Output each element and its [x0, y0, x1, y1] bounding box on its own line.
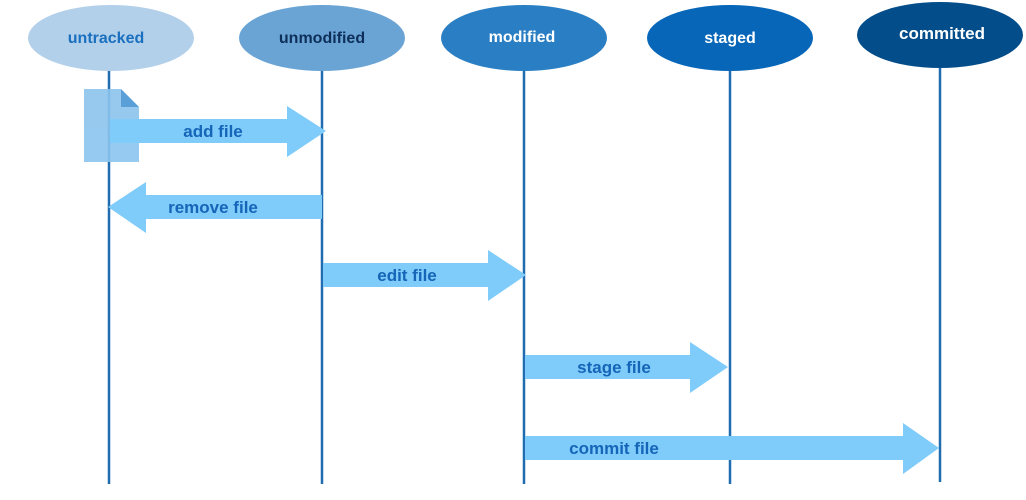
arrow-label-remove-file: remove file — [168, 198, 258, 217]
state-label-unmodified: unmodified — [279, 30, 365, 47]
lifelines — [107, 68, 942, 484]
state-committed: committed — [857, 2, 1023, 68]
arrow-label-edit-file: edit file — [377, 266, 437, 285]
arrow-label-stage-file: stage file — [577, 358, 651, 377]
transition-commit-file: commit file — [525, 423, 939, 474]
state-untracked: untracked — [28, 5, 194, 71]
arrow-commit-file — [525, 423, 939, 474]
state-node-unmodified — [239, 5, 405, 71]
arrow-label-add-file: add file — [183, 122, 243, 141]
state-label-committed: committed — [899, 24, 985, 43]
state-label-untracked: untracked — [68, 30, 144, 47]
state-label-modified: modified — [489, 29, 556, 46]
arrow-remove-file — [108, 182, 322, 233]
arrow-edit-file — [323, 250, 526, 301]
state-node-staged — [647, 5, 813, 71]
state-staged: staged — [647, 5, 813, 71]
file-icon-fold — [121, 89, 139, 107]
transition-add-file: add file — [110, 106, 326, 157]
arrow-stage-file — [525, 342, 728, 393]
state-modified: modified — [441, 5, 607, 71]
transition-stage-file: stage file — [525, 342, 728, 393]
state-node-modified — [441, 5, 607, 71]
state-unmodified: unmodified — [239, 5, 405, 71]
transition-edit-file: edit file — [323, 250, 526, 301]
state-node-untracked — [28, 5, 194, 71]
arrow-add-file — [110, 106, 326, 157]
transition-remove-file: remove file — [108, 182, 322, 233]
state-node-committed — [857, 2, 1023, 68]
arrow-label-commit-file: commit file — [569, 439, 659, 458]
state-label-staged: staged — [704, 30, 756, 47]
